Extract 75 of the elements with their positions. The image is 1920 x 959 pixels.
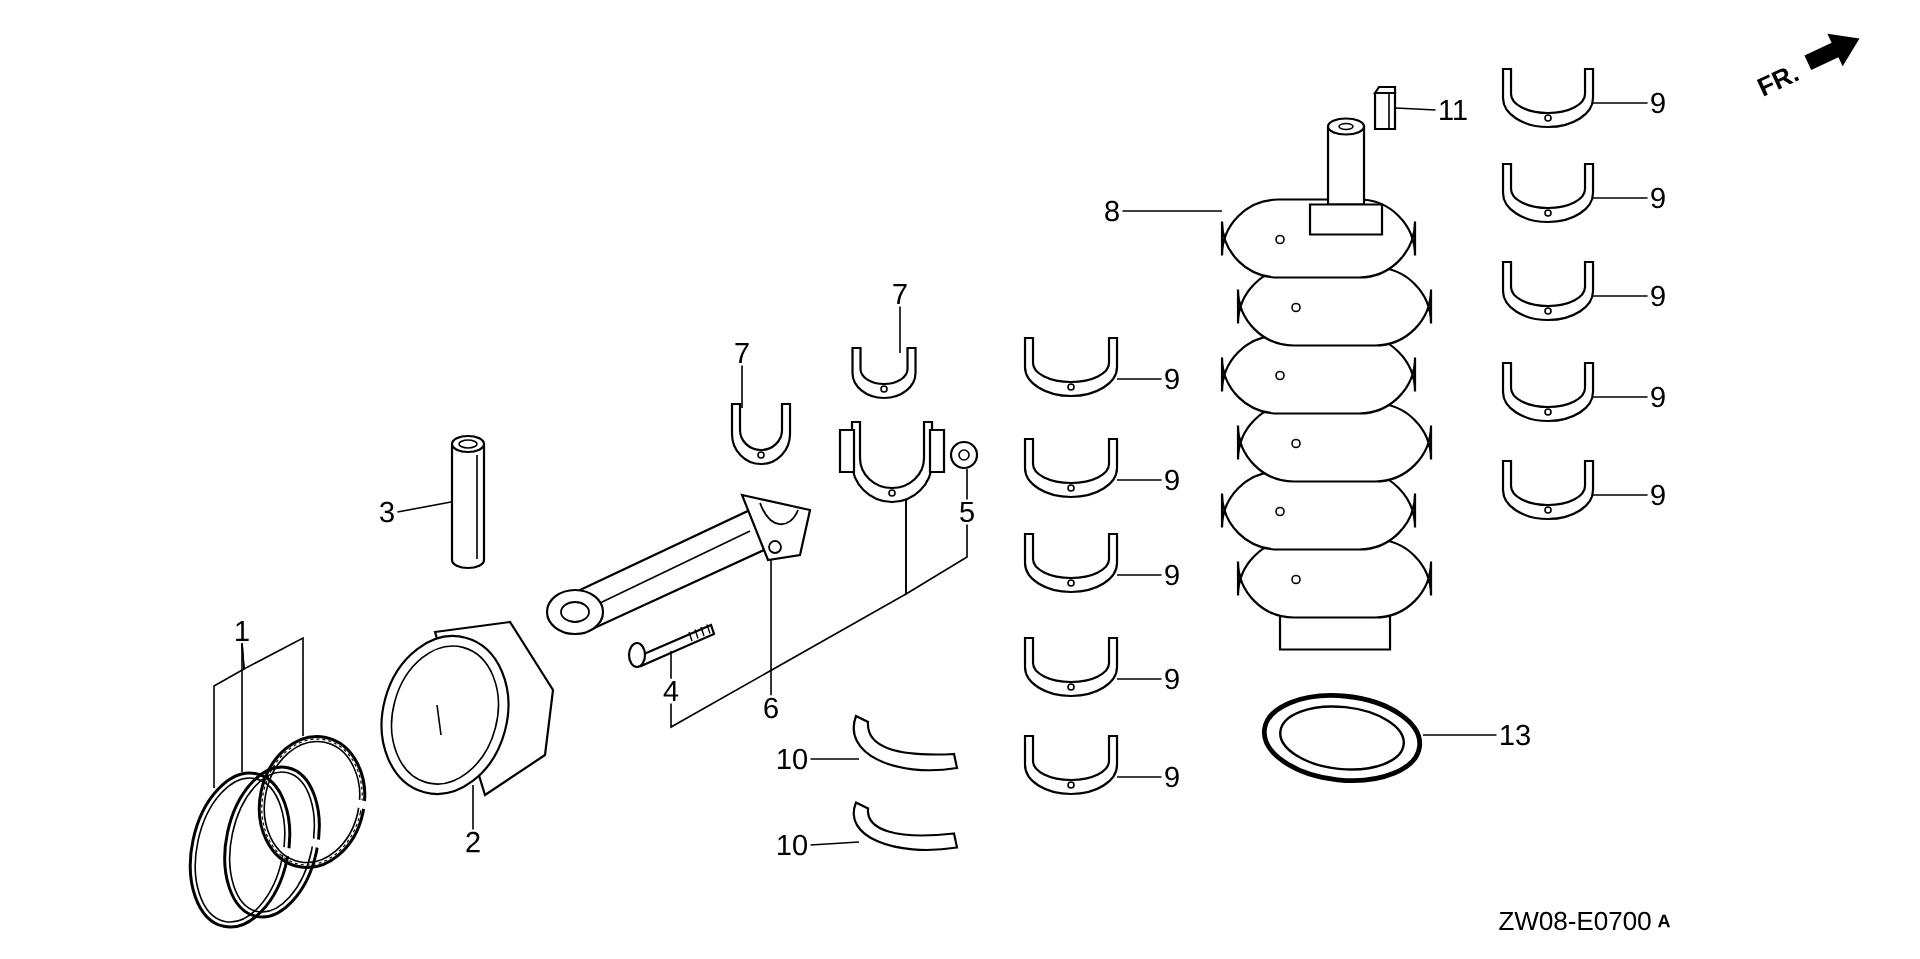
callout-number: 9 [1651,484,1665,506]
callout-number: 7 [735,343,749,363]
piston-ring-drawing [223,765,322,919]
piston-pin-drawing [450,434,486,570]
callout-number: 2 [466,831,480,853]
piston-drawing [380,620,555,797]
rod-cap-drawing [838,420,946,504]
leader-line [966,468,968,501]
callout-number: 10 [778,748,807,770]
bearing-drawing [1501,260,1595,322]
leader-line [809,841,860,846]
bearing-drawing [1023,336,1119,398]
bearing-drawing [730,402,792,466]
bearing-drawing [1023,734,1119,796]
leader-line [770,559,772,697]
bearing-drawing [1501,459,1595,521]
leader-line [1121,210,1223,212]
bearing-drawing [1023,532,1119,594]
callout-number: 9 [1165,564,1179,586]
leader-line [741,364,743,409]
leader-line [1592,494,1649,496]
bolt-drawing [627,623,716,669]
leader-line [396,501,452,513]
leader-line [1116,574,1163,576]
callout-number: 8 [1105,200,1119,222]
thrust-washer-drawing [852,714,959,772]
drawing-code: ZW08-E0700 [1499,911,1651,931]
thrust-washer-drawing [852,801,959,852]
callout-number: 9 [1651,386,1665,408]
bearing-drawing [1501,67,1595,129]
callout-number: 6 [764,697,778,719]
bearing-drawing [1023,437,1119,499]
bearing-drawing [1501,361,1595,423]
leader-line [241,636,304,737]
callout-number: 5 [960,501,974,523]
leader-line [1422,734,1498,736]
callout-number: 9 [1165,469,1179,491]
bearing-drawing [1501,162,1595,224]
callout-number: 4 [663,681,679,701]
callout-number: 10 [778,834,807,856]
nut-drawing [949,440,979,470]
callout-number: 13 [1501,724,1530,746]
bearing-drawing [851,346,917,400]
leader-line [1116,378,1163,380]
leader-line [472,784,474,831]
leader-line [1116,776,1163,778]
leader-line [809,758,860,760]
drawing-code-suffix: A [1657,914,1671,928]
leader-line [1116,479,1163,481]
callout-number: 9 [1651,285,1665,307]
piston-ring-drawing [188,771,293,929]
callout-number: 7 [893,284,907,304]
leader-line [1592,102,1649,104]
leader-line [1592,396,1649,398]
callout-number: 9 [1651,187,1665,209]
connecting-rod-drawing [545,493,812,636]
leader-line [1395,107,1437,111]
leader-line [1116,678,1163,680]
leader-line [899,305,901,354]
callout-number: 9 [1165,766,1179,788]
direction-label: FR. [1756,68,1800,97]
callout-number: 9 [1651,92,1665,114]
callout-number: 9 [1165,668,1179,690]
callout-number: 9 [1165,368,1179,390]
leader-line [670,650,672,680]
leader-line [1592,197,1649,199]
piston-ring-drawing [257,735,369,869]
oil-seal-drawing [1262,693,1422,783]
leader-line [905,499,968,596]
crankshaft-drawing [1220,117,1433,651]
bearing-drawing [1023,636,1119,698]
callout-number: 11 [1440,100,1467,120]
callout-number: 3 [380,501,394,523]
callout-number: 1 [236,621,249,641]
leader-line [1592,295,1649,297]
